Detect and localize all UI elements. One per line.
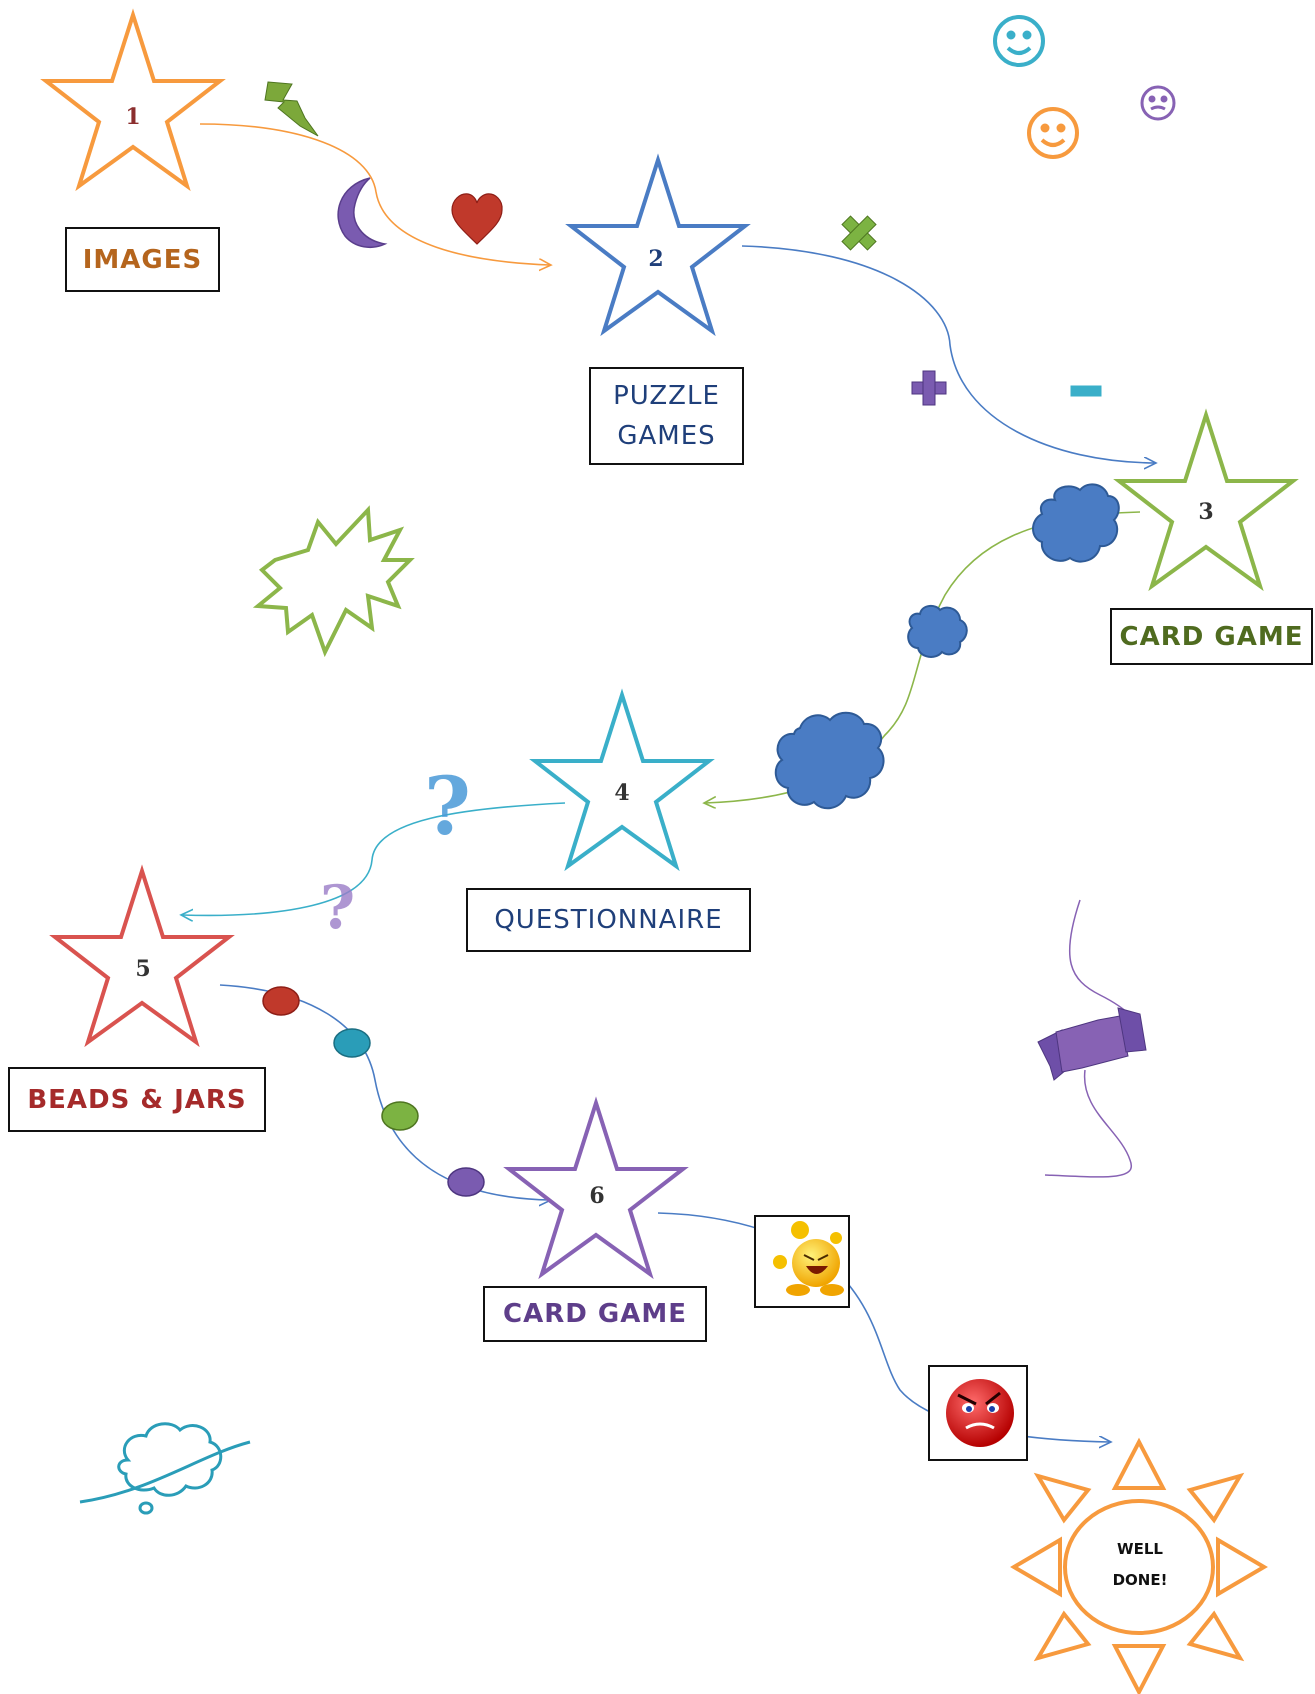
step-number-6: 6 (589, 1183, 604, 1209)
cloud-icon (1032, 483, 1120, 563)
step-5-label: BEADS & JARS (8, 1067, 266, 1132)
step-2-label: PUZZLE GAMES (589, 367, 744, 465)
step-1-label: IMAGES (65, 227, 220, 292)
step-number-3: 3 (1198, 499, 1213, 525)
step-2-label-line2: GAMES (617, 421, 716, 451)
path-6-to-finish (657, 1212, 1110, 1442)
sun-icon (1010, 1437, 1268, 1694)
angry-face-icon (928, 1365, 1028, 1461)
laughing-face-icon (754, 1215, 850, 1308)
star-step-2 (565, 153, 751, 337)
minus-icon (1067, 382, 1105, 400)
smiley-icon (1140, 85, 1176, 121)
finish-text-line1: WELL (1117, 1540, 1163, 1558)
thought-cloud-icon (79, 1422, 251, 1515)
plus-icon (911, 370, 947, 406)
step-number-5: 5 (135, 956, 150, 982)
bead-icon (447, 1167, 485, 1197)
path-5-to-6 (219, 984, 550, 1200)
step-3-label: CARD GAME (1110, 608, 1313, 665)
heart-icon (451, 193, 503, 245)
question-mark-icon: ? (424, 759, 471, 853)
question-mark-icon: ? (320, 873, 355, 943)
star-step-5 (49, 864, 235, 1048)
step-number-1: 1 (125, 104, 140, 130)
bead-icon (333, 1028, 371, 1058)
step-6-label: CARD GAME (483, 1286, 707, 1342)
smiley-icon (1027, 107, 1079, 159)
smiley-icon (993, 15, 1045, 67)
step-number-2: 2 (648, 246, 663, 272)
star-step-4 (529, 688, 715, 872)
star-step-3 (1113, 408, 1299, 592)
path-2-to-3 (741, 245, 1155, 463)
bead-icon (262, 986, 300, 1016)
step-4-label: QUESTIONNAIRE (466, 888, 751, 952)
star-step-1 (40, 8, 226, 192)
bead-icon (381, 1101, 419, 1131)
step-2-label-line1: PUZZLE (613, 381, 720, 411)
finish-text-line2: DONE! (1113, 1571, 1168, 1589)
path-1-to-2 (199, 123, 550, 265)
cloud-icon (774, 711, 885, 810)
explosion-icon (252, 505, 415, 658)
ribbon-banner-icon (1037, 899, 1147, 1178)
path-4-to-5 (182, 802, 566, 915)
lightning-icon (264, 81, 319, 137)
cross-icon (841, 215, 877, 251)
step-number-4: 4 (614, 780, 629, 806)
moon-icon (337, 177, 388, 249)
cloud-icon (907, 604, 968, 658)
star-step-6 (503, 1096, 689, 1280)
